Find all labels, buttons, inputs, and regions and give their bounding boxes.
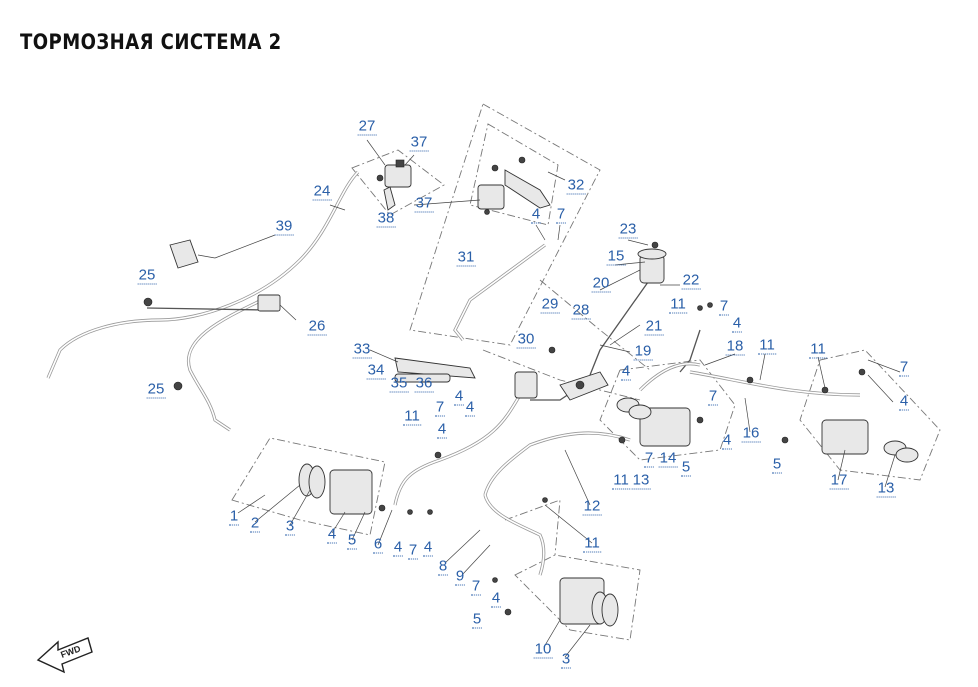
callout-c4a[interactable]: 4 [530, 205, 542, 224]
callout-c4g[interactable]: 4 [436, 420, 448, 439]
callout-c7h[interactable]: 7 [470, 577, 482, 596]
callout-c4e[interactable]: 4 [464, 398, 476, 417]
callout-c4i[interactable]: 4 [326, 525, 338, 544]
callout-c13a[interactable]: 13 [631, 471, 651, 490]
callout-c6[interactable]: 6 [372, 535, 384, 554]
callout-c18[interactable]: 18 [725, 337, 745, 356]
callout-c5d[interactable]: 5 [471, 610, 483, 629]
callout-c37b[interactable]: 37 [414, 194, 434, 213]
callout-c17[interactable]: 17 [829, 471, 849, 490]
callout-c3a[interactable]: 3 [284, 517, 296, 536]
callout-c5a[interactable]: 5 [680, 458, 692, 477]
callout-c29[interactable]: 29 [540, 295, 560, 314]
rear-caliper-left [616, 397, 704, 447]
callout-c7f[interactable]: 7 [643, 449, 655, 468]
callout-c39[interactable]: 39 [274, 217, 294, 236]
master-cylinder-handlebar [376, 159, 412, 211]
callout-c20[interactable]: 20 [591, 274, 611, 293]
hose-cap [169, 239, 216, 269]
callout-c4b[interactable]: 4 [731, 314, 743, 333]
callout-c37a[interactable]: 37 [409, 133, 429, 152]
callout-c21[interactable]: 21 [644, 317, 664, 336]
callout-c4l[interactable]: 4 [490, 589, 502, 608]
brake-fluid-reservoir [637, 241, 667, 284]
callout-c34[interactable]: 34 [366, 361, 386, 380]
callout-c35[interactable]: 35 [389, 374, 409, 393]
front-caliper-right [504, 577, 619, 627]
hose-junction [257, 294, 281, 312]
callout-c4j[interactable]: 4 [392, 538, 404, 557]
callout-c11f[interactable]: 11 [583, 534, 601, 553]
callout-c16[interactable]: 16 [741, 424, 761, 443]
fwd-arrow: FWD [36, 637, 93, 674]
callout-c36[interactable]: 36 [414, 374, 434, 393]
callout-c7b[interactable]: 7 [718, 297, 730, 316]
callout-c31[interactable]: 31 [456, 248, 476, 267]
callout-c13b[interactable]: 13 [876, 479, 896, 498]
callout-c5c[interactable]: 5 [346, 531, 358, 550]
callout-c27[interactable]: 27 [357, 117, 377, 136]
callout-c11a[interactable]: 11 [669, 295, 687, 314]
callout-c4c[interactable]: 4 [453, 387, 465, 406]
rear-caliper-right [821, 368, 919, 463]
fasteners [143, 297, 829, 583]
callout-c10[interactable]: 10 [533, 640, 553, 659]
callout-c14[interactable]: 14 [658, 449, 678, 468]
callout-c19[interactable]: 19 [633, 342, 653, 361]
callout-c11b[interactable]: 11 [758, 336, 776, 355]
page-title: ТОРМОЗНАЯ СИСТЕМА 2 [20, 30, 282, 54]
pedal-link [394, 357, 476, 383]
callout-c7a[interactable]: 7 [555, 205, 567, 224]
callout-c25b[interactable]: 25 [146, 380, 166, 399]
callout-c11e[interactable]: 11 [612, 471, 630, 490]
group-outlines [231, 103, 941, 641]
callout-c4h[interactable]: 4 [721, 431, 733, 450]
callout-c9[interactable]: 9 [454, 567, 466, 586]
callout-c12[interactable]: 12 [582, 497, 602, 516]
callout-c2[interactable]: 2 [249, 514, 261, 533]
callout-c23[interactable]: 23 [618, 220, 638, 239]
callout-c15[interactable]: 15 [606, 247, 626, 266]
callout-c3b[interactable]: 3 [560, 650, 572, 669]
callout-c4k[interactable]: 4 [422, 538, 434, 557]
callout-c8[interactable]: 8 [437, 557, 449, 576]
callout-c32[interactable]: 32 [566, 176, 586, 195]
callout-c28[interactable]: 28 [571, 301, 591, 320]
brake-lever-assembly [477, 156, 551, 215]
callout-c38[interactable]: 38 [376, 209, 396, 228]
callout-c11c[interactable]: 11 [809, 340, 827, 359]
callout-c4f[interactable]: 4 [898, 392, 910, 411]
callout-c24[interactable]: 24 [312, 182, 332, 201]
callout-c22[interactable]: 22 [681, 271, 701, 290]
callout-c7e[interactable]: 7 [707, 387, 719, 406]
callout-c4d[interactable]: 4 [620, 362, 632, 381]
central-valve-block [514, 346, 609, 401]
brake-lines [46, 170, 861, 576]
callout-c7g[interactable]: 7 [407, 541, 419, 560]
leader-lines [214, 139, 901, 658]
callout-c5b[interactable]: 5 [771, 455, 783, 474]
callout-c26[interactable]: 26 [307, 317, 327, 336]
front-caliper-left [298, 463, 386, 515]
callout-c7c[interactable]: 7 [898, 358, 910, 377]
callout-c25a[interactable]: 25 [137, 266, 157, 285]
callout-c11d[interactable]: 11 [403, 407, 421, 426]
callout-c30[interactable]: 30 [516, 330, 536, 349]
callout-c1[interactable]: 1 [228, 507, 240, 526]
callout-c33[interactable]: 33 [352, 340, 372, 359]
callout-c7d[interactable]: 7 [434, 398, 446, 417]
